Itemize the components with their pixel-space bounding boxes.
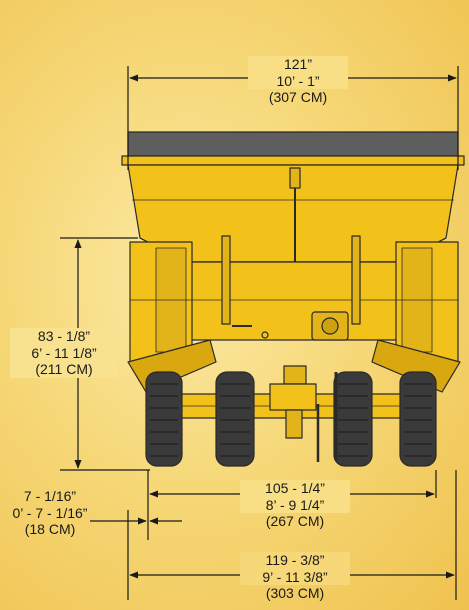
height-imperial: 83 - 1/8” [10, 328, 118, 345]
spreader-machine [121, 131, 465, 467]
hopper-rim [121, 155, 465, 166]
ground-clearance-metric: (18 CM) [24, 521, 76, 537]
ground-clearance-label: 7 - 1/16” 0’ - 7 - 1/16” (18 CM) [0, 488, 102, 538]
left-dual-tires [145, 371, 255, 467]
height-metric: (211 CM) [10, 361, 118, 378]
height-feet-inches: 6’ - 11 1/8” [10, 344, 118, 361]
hopper-lid [127, 131, 459, 157]
hitch-assembly [269, 365, 338, 462]
outer-track-label: 119 - 3/8” 9’ - 11 3/8” (303 CM) [240, 552, 350, 602]
right-dual-tires [333, 371, 437, 467]
left-hydraulic-rod [221, 235, 231, 325]
right-hydraulic-rod [351, 235, 361, 325]
overall-width-label: 121” 10’ - 1” (307 CM) [248, 56, 348, 106]
right-fender [371, 339, 461, 393]
inner-track-label: 105 - 1/4” 8’ - 9 1/4” (267 CM) [240, 480, 350, 530]
ground-clearance-imperial: 7 - 1/16” [23, 488, 77, 504]
overall-width-feet-inches: 10’ - 1” [248, 72, 348, 89]
height-label: 83 - 1/8” 6’ - 11 1/8” (211 CM) [10, 328, 118, 378]
overall-width-imperial: 121” [248, 56, 348, 73]
overall-width-metric: (307 CM) [268, 89, 328, 105]
inner-track-feet-inches: 8’ - 9 1/4” [240, 496, 350, 513]
inner-track-metric: (267 CM) [265, 513, 325, 529]
outer-track-imperial: 119 - 3/8” [240, 552, 350, 569]
inner-track-imperial: 105 - 1/4” [240, 480, 350, 497]
outer-track-metric: (303 CM) [265, 585, 325, 601]
chassis-box [189, 261, 399, 341]
outer-track-feet-inches: 9’ - 11 3/8” [240, 568, 350, 585]
ground-clearance-feet-inches: 0’ - 7 - 1/16” [12, 504, 88, 521]
